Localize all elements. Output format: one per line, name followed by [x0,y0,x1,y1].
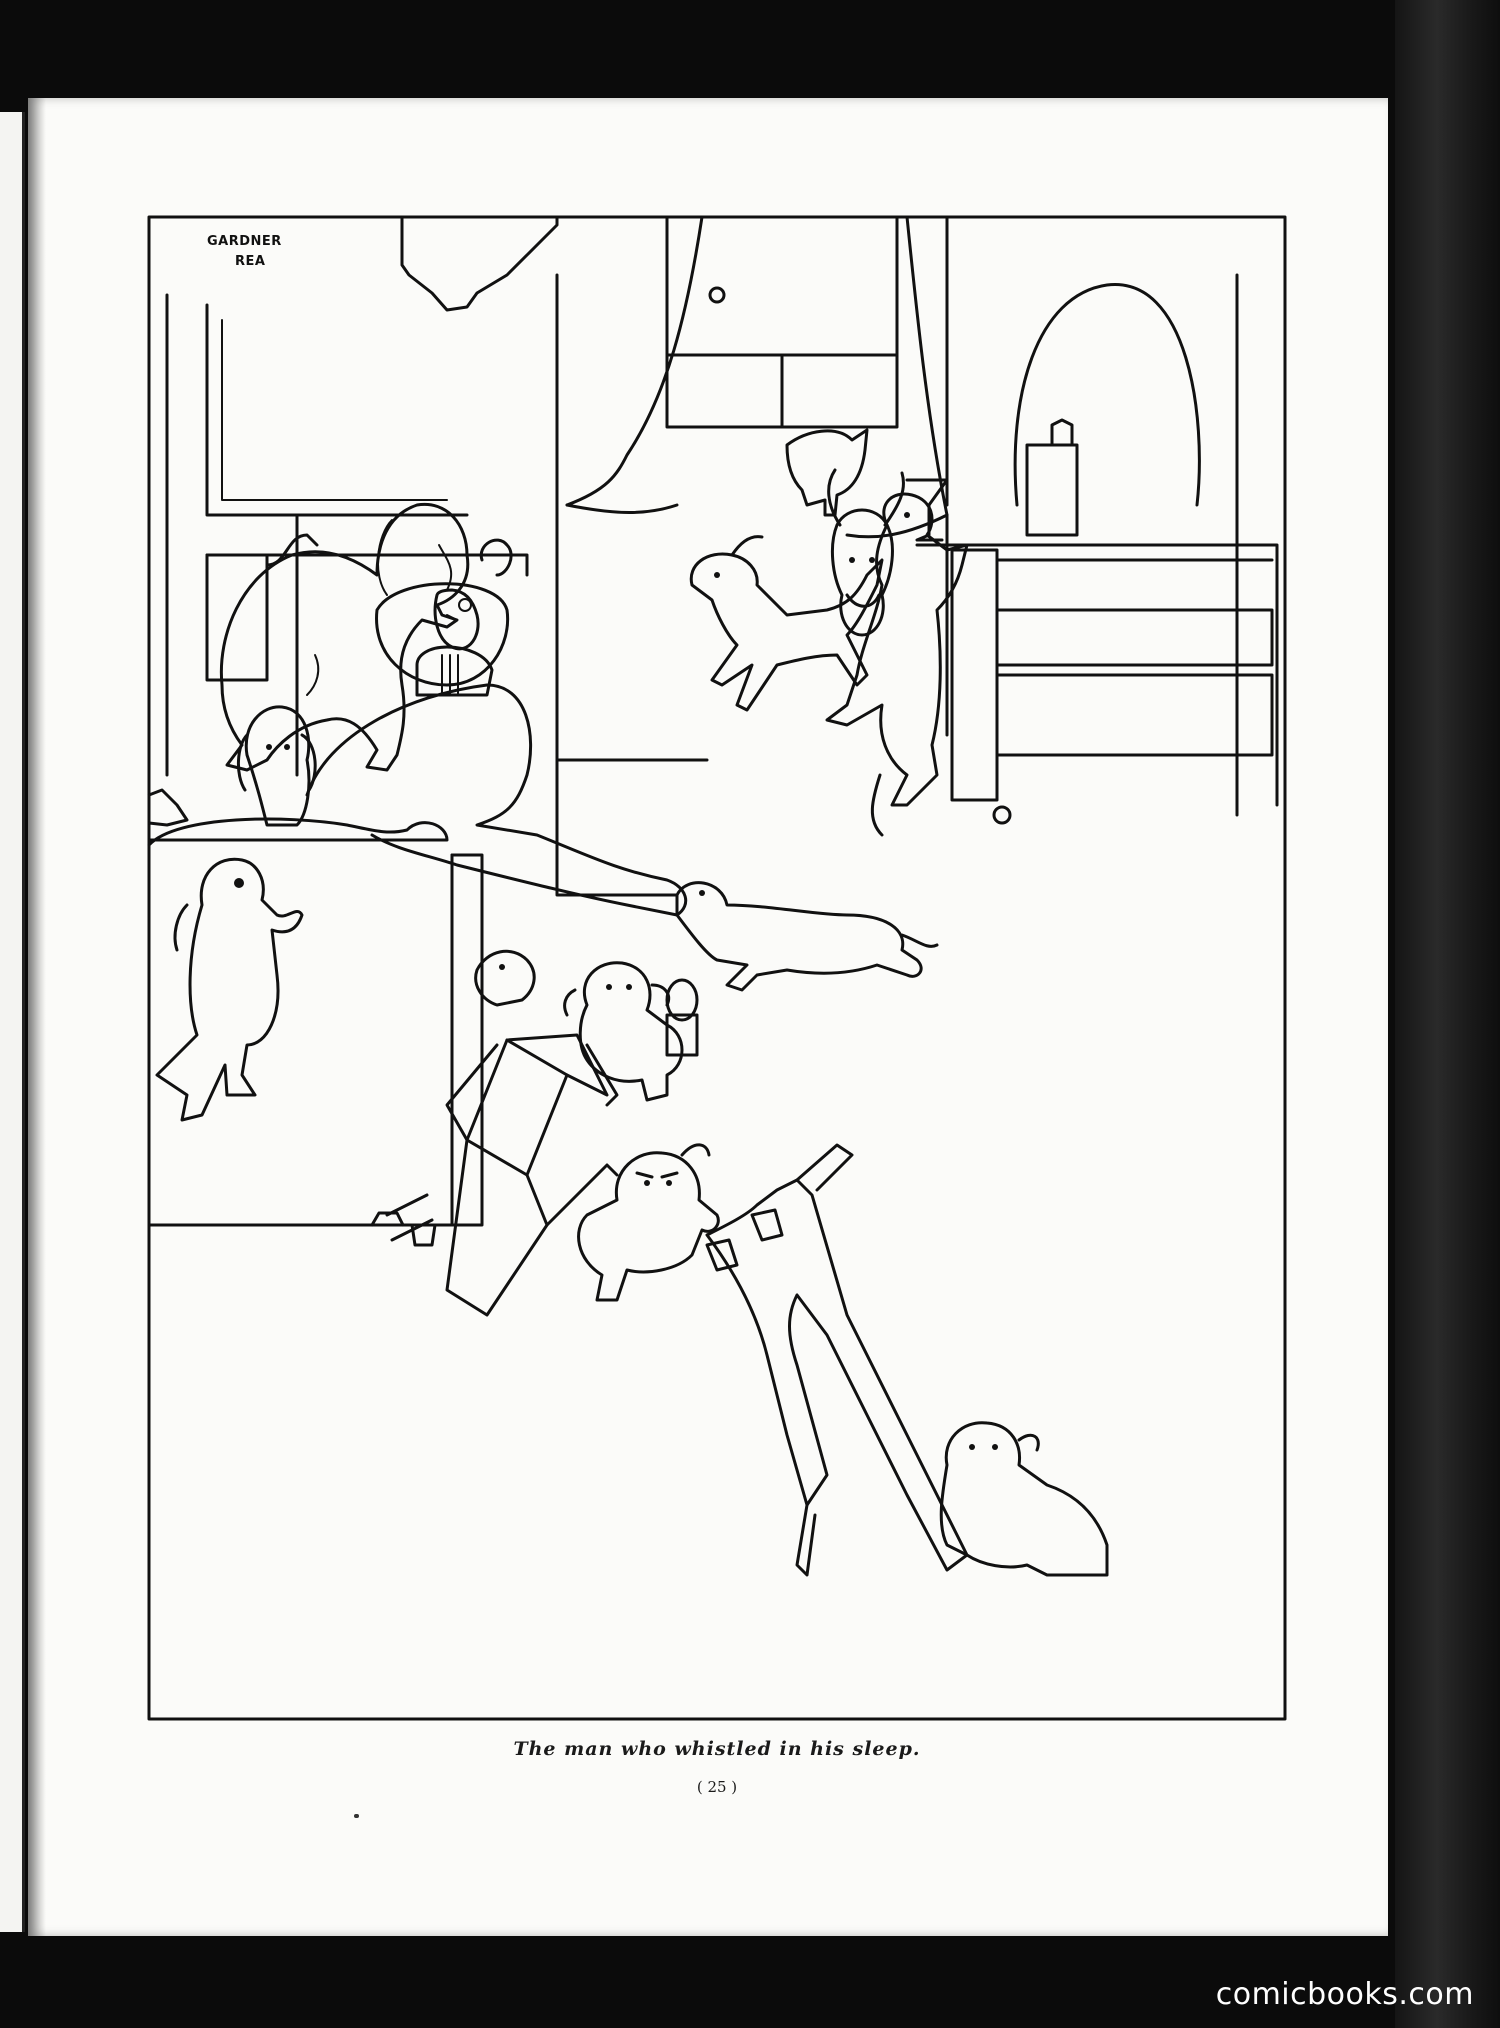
artist-signature-line1: GARDNER [207,234,282,249]
facing-page-edge [0,112,25,1932]
window-hound [827,468,905,637]
dachshund [675,881,939,992]
puppy-with-can [563,961,699,1102]
begging-dog [155,857,304,1122]
dresser [905,215,1279,825]
page-number: ( 25 ) [696,1778,738,1796]
window [555,215,949,762]
artist-signature-line2: REA [235,254,265,269]
window-dog-falling [785,428,869,517]
wall-mirror [400,215,559,312]
cartoon-illustration: GARDNER REA [147,215,1287,1721]
ink-speck [354,1814,359,1818]
wall-panels [165,273,1239,897]
trousers-on-floor [705,1143,969,1577]
illustration-frame [147,215,1287,1721]
dog-left-edge [147,788,189,827]
site-watermark: comicbooks.com [1215,1977,1474,2012]
spaniel-on-bed [237,705,317,827]
bed [147,533,688,1247]
dog-behind-chair [474,949,536,1007]
dog-at-dresser [825,492,969,837]
window-dog-leaping [689,535,884,712]
book-page [28,98,1388,1936]
dog-bottom-right [939,1421,1109,1577]
binding-shadow [28,98,46,1936]
angry-puppy [577,1143,720,1302]
caption: The man who whistled in his sleep. [513,1738,921,1760]
scanner-background [1395,0,1500,2028]
sheepdog-on-bed [219,502,470,772]
overturned-chair [385,1033,619,1317]
